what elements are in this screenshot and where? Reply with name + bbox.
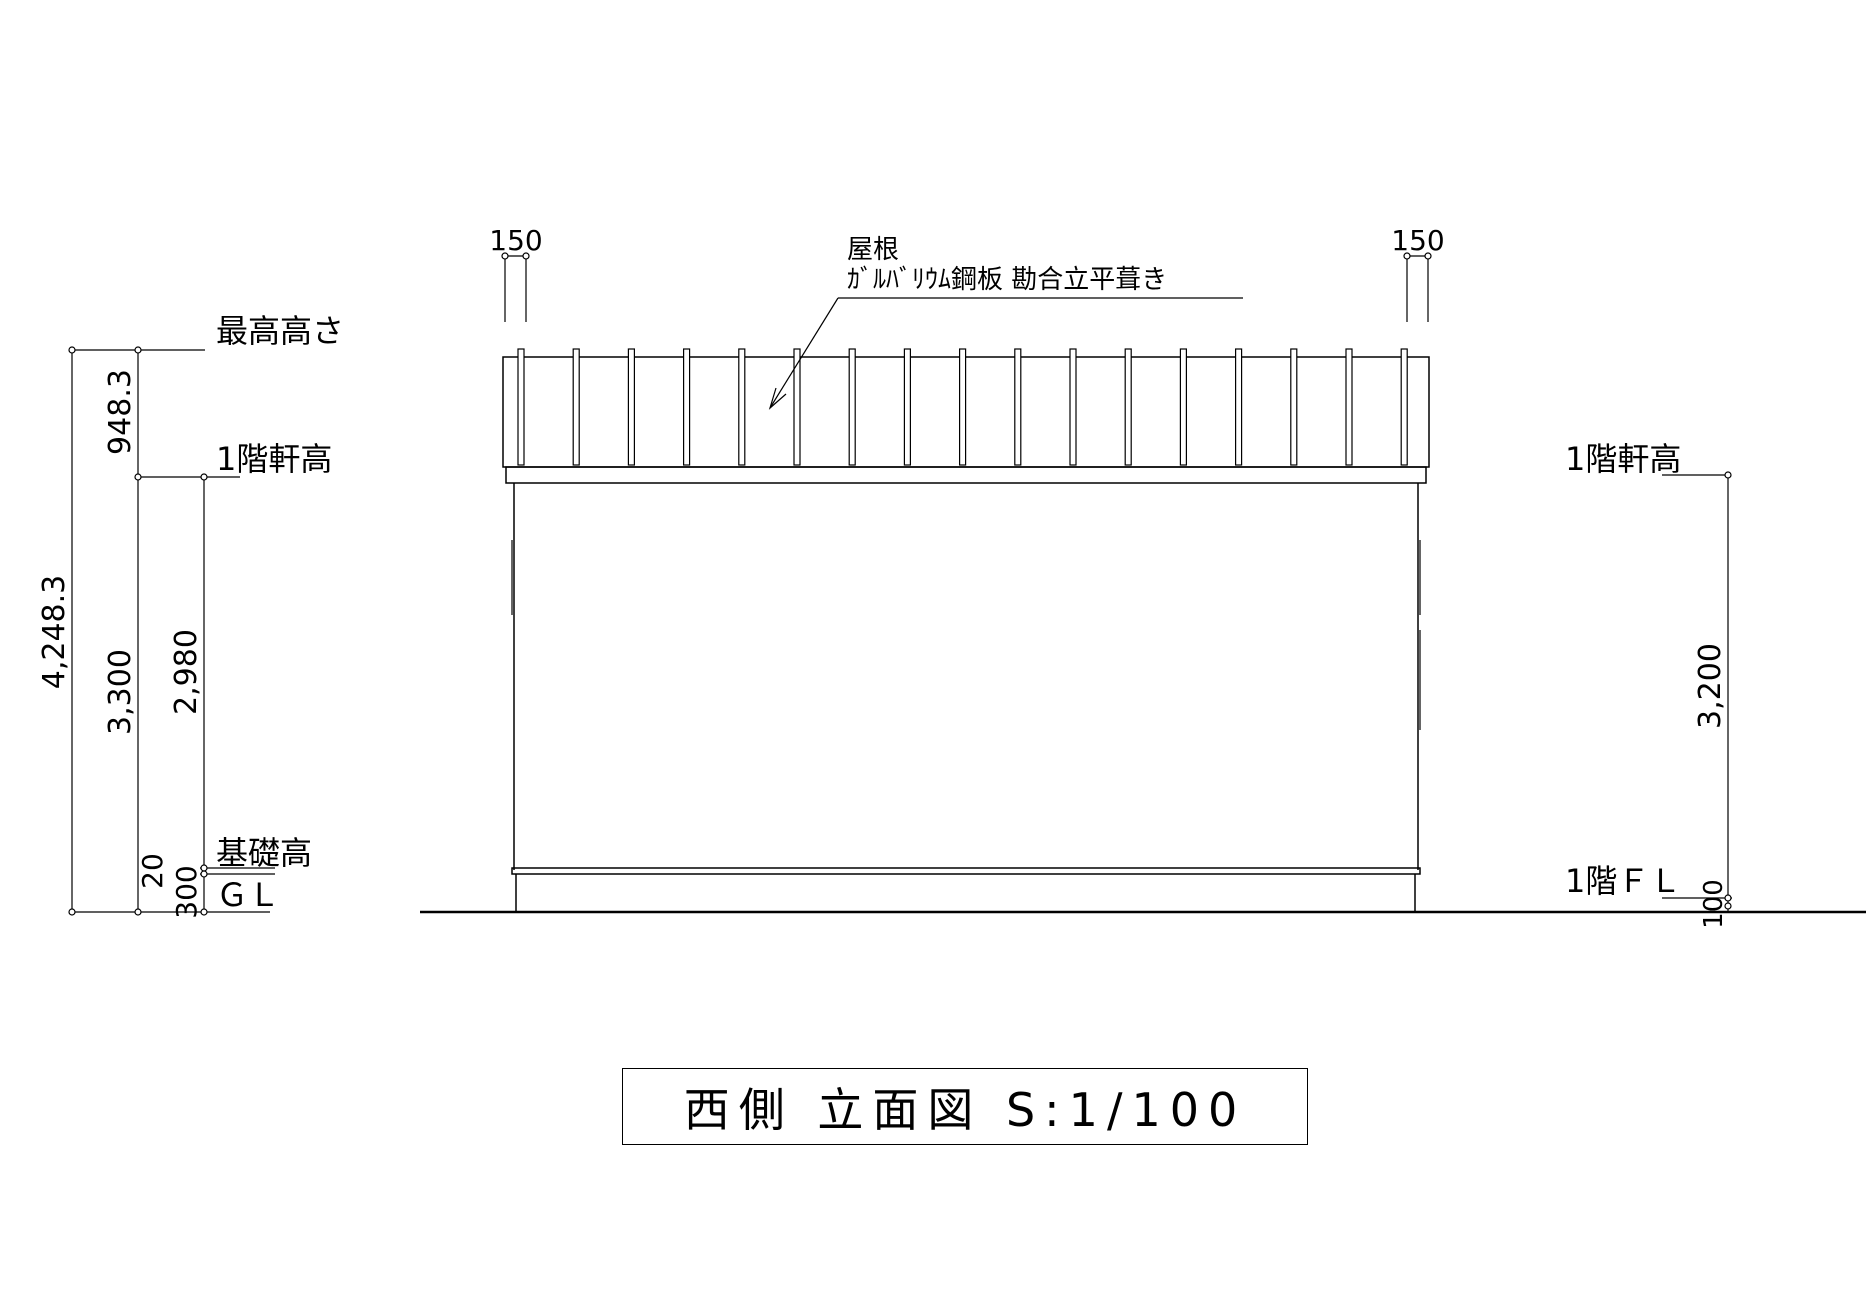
dim-wall: 3,300 bbox=[103, 649, 138, 735]
overhang-dimension-lines bbox=[501, 252, 1432, 322]
roof-seam-rib bbox=[903, 348, 912, 466]
wall bbox=[511, 483, 1421, 870]
overhang-dim-right: 150 bbox=[1391, 224, 1444, 257]
roof bbox=[502, 348, 1430, 484]
roof-note-line2: ｶﾞﾙﾊﾞﾘｳﾑ鋼板 勘合立平葺き bbox=[847, 265, 1167, 295]
roof-seam-rib bbox=[793, 348, 801, 466]
label-gl: ＧＬ bbox=[216, 876, 280, 914]
roof-seam-rib bbox=[738, 348, 746, 466]
dim-20: 20 bbox=[136, 853, 169, 889]
roof-seam-rib bbox=[1069, 348, 1077, 466]
dim-right-wall: 3,200 bbox=[1693, 643, 1728, 729]
roof-seam-rib bbox=[627, 348, 636, 466]
roof-seam-rib bbox=[1124, 348, 1132, 466]
foundation bbox=[511, 867, 1421, 912]
roof-seam-rib bbox=[572, 348, 580, 466]
label-foundation-height: 基礎高 bbox=[216, 834, 312, 872]
dim-100: 100 bbox=[1699, 879, 1729, 929]
roof-note-leader bbox=[768, 297, 1243, 410]
roof-seam-rib bbox=[1014, 348, 1022, 466]
label-eave-height-left: 1階軒高 bbox=[216, 440, 332, 478]
roof-seam-rib bbox=[517, 348, 525, 466]
label-max-height: 最高高さ bbox=[216, 312, 344, 350]
overhang-dim-left: 150 bbox=[489, 224, 542, 257]
roof-seam-rib bbox=[1234, 348, 1243, 466]
dim-300: 300 bbox=[170, 865, 203, 918]
roof-seam-rib bbox=[1400, 348, 1408, 466]
drawing-title: 西側 立面図 S:1/100 bbox=[622, 1068, 1308, 1145]
left-dimension-lines bbox=[68, 346, 275, 916]
label-eave-height-right: 1階軒高 bbox=[1565, 440, 1681, 478]
roof-seam-rib bbox=[1290, 348, 1298, 466]
roof-seams bbox=[517, 348, 1408, 466]
dim-inner: 2,980 bbox=[169, 629, 204, 715]
dim-total: 4,248.3 bbox=[37, 575, 72, 690]
drawing-title-text: 西側 立面図 S:1/100 bbox=[683, 1082, 1247, 1137]
roof-seam-rib bbox=[1179, 348, 1188, 466]
roof-seam-rib bbox=[1345, 348, 1353, 466]
right-dimension-lines bbox=[1662, 471, 1732, 912]
roof-seam-rib bbox=[682, 348, 691, 466]
roof-note-line1: 屋根 bbox=[847, 235, 899, 265]
label-floor-level: 1階ＦＬ bbox=[1565, 862, 1681, 900]
roof-seam-rib bbox=[848, 348, 856, 466]
dim-roof: 948.3 bbox=[103, 369, 138, 455]
roof-seam-rib bbox=[958, 348, 967, 466]
